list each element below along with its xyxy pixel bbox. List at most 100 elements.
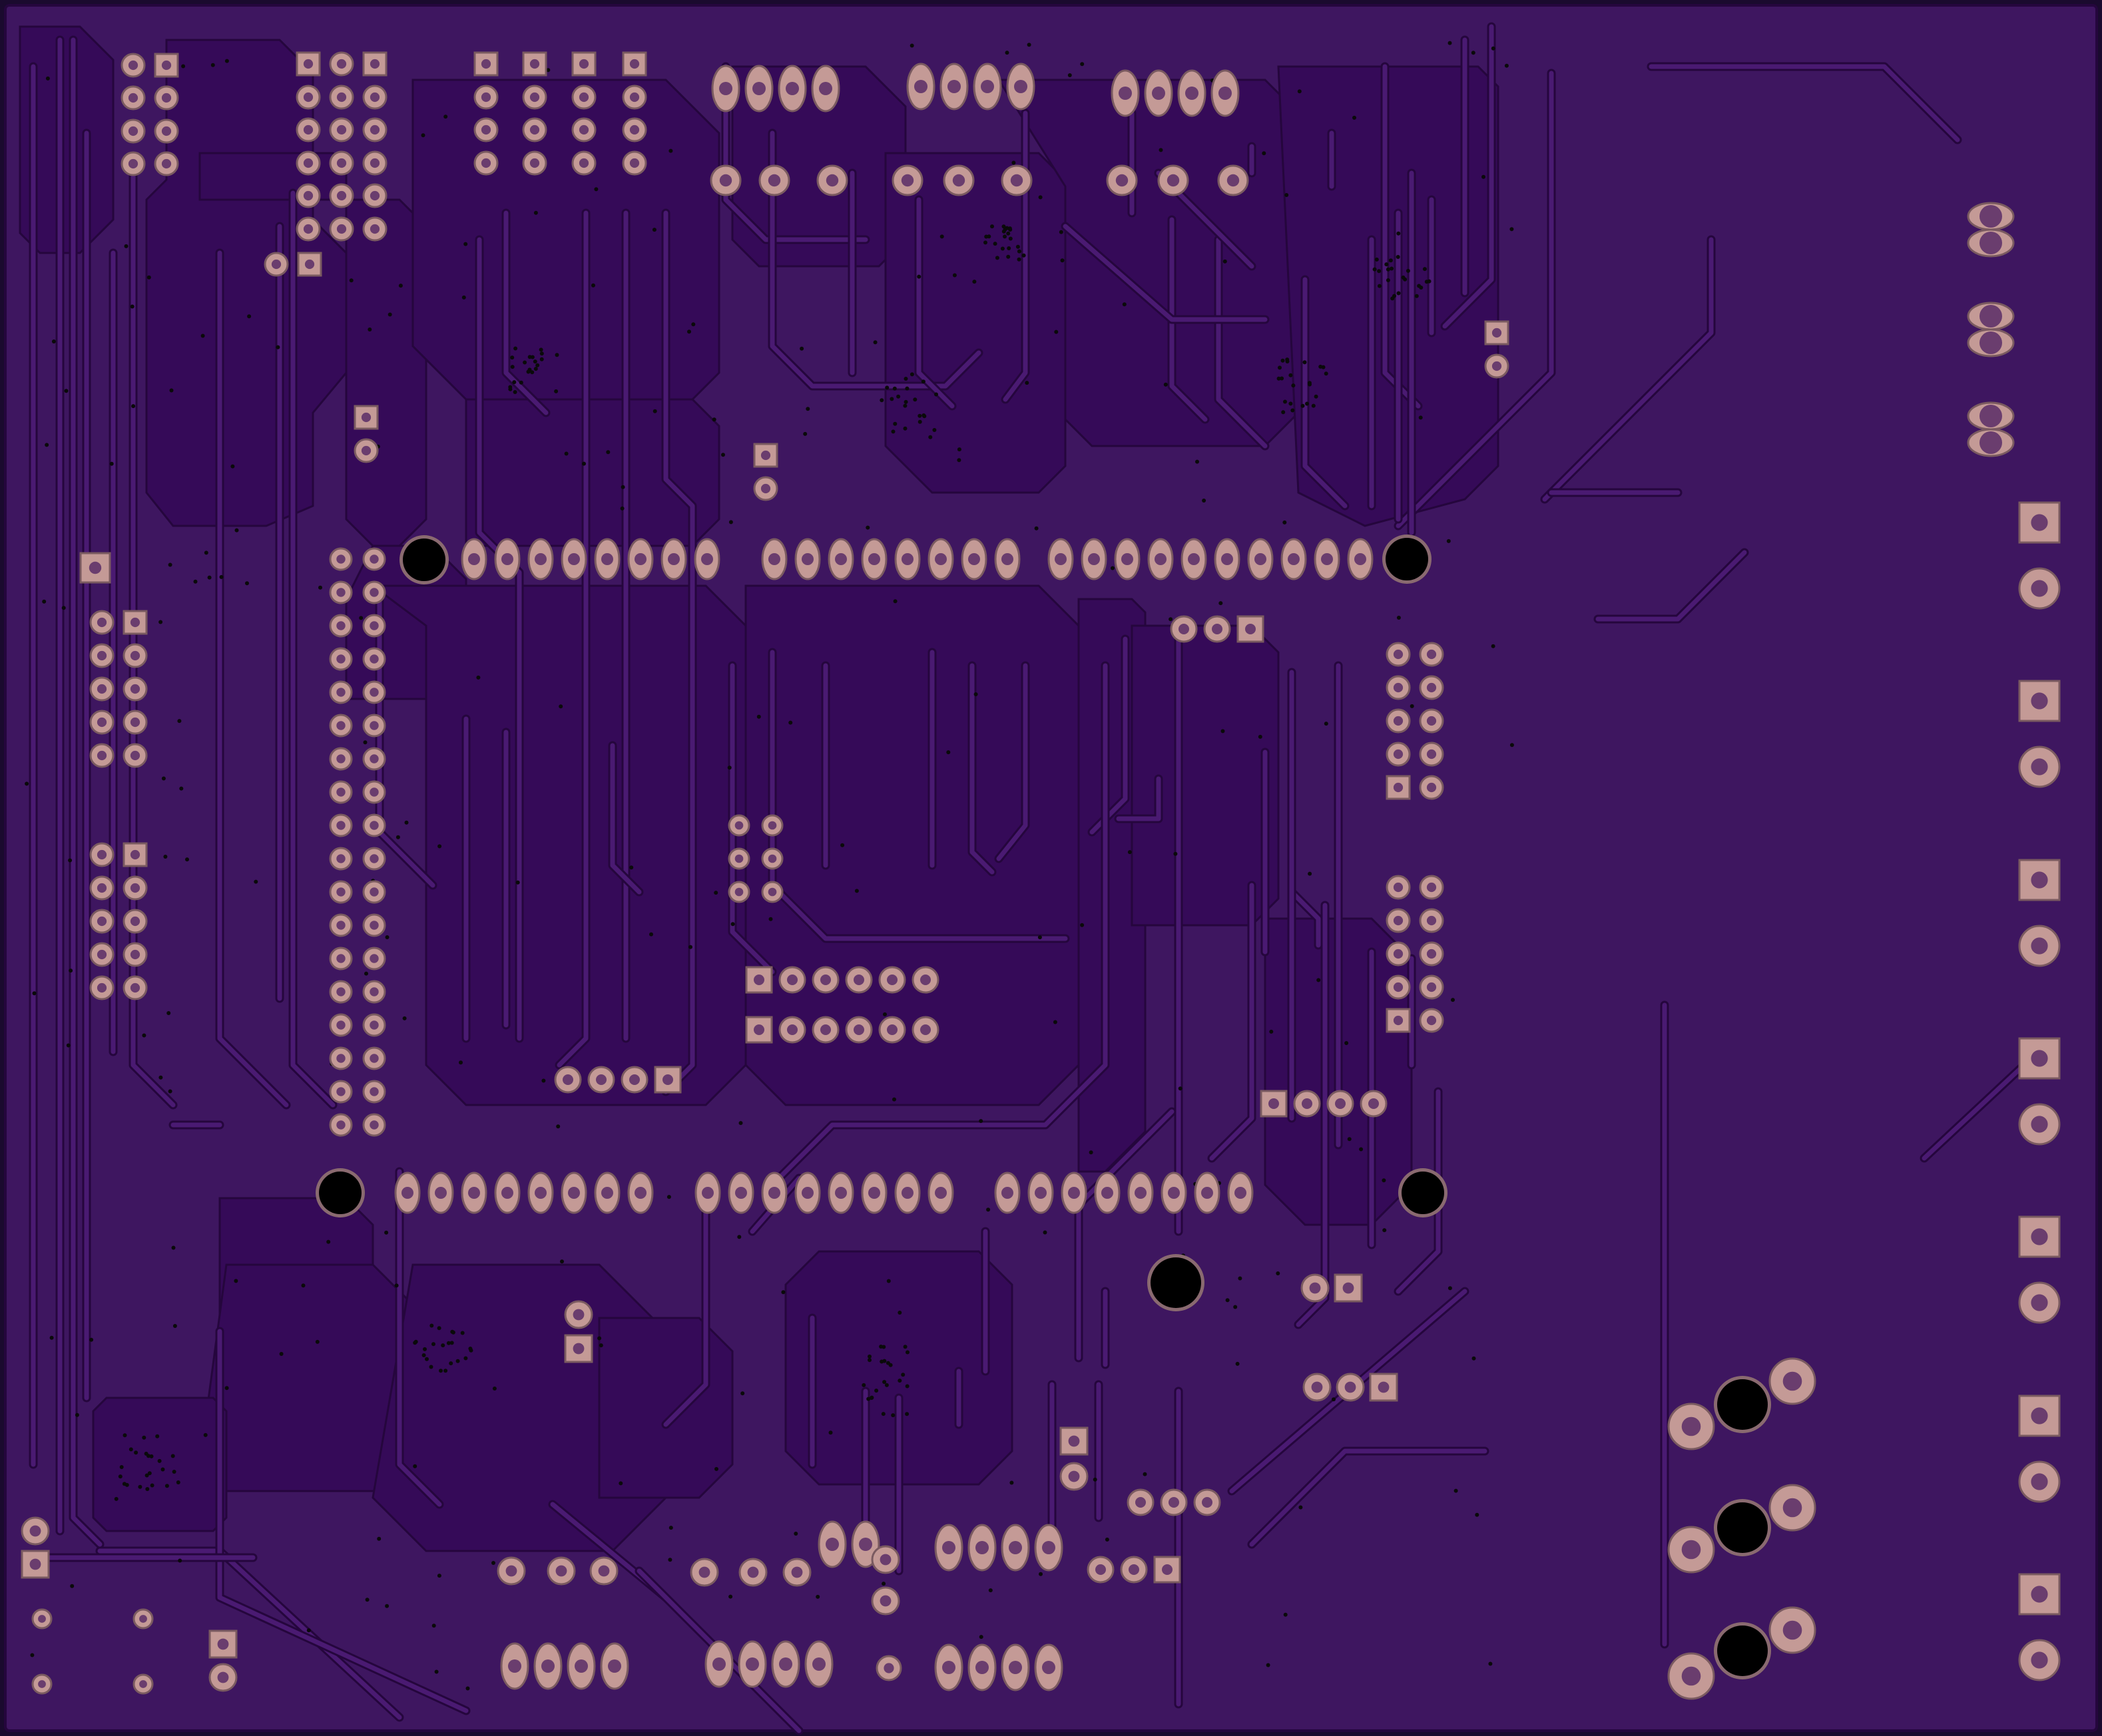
pad-drill xyxy=(336,554,346,564)
pad-drill xyxy=(573,1343,585,1355)
pad-drill xyxy=(303,124,314,135)
via xyxy=(993,242,997,246)
via xyxy=(463,242,468,246)
pad-drill xyxy=(1167,174,1180,187)
pad-drill xyxy=(880,1554,892,1566)
pad-drill xyxy=(1088,553,1100,565)
via xyxy=(957,447,961,452)
via xyxy=(461,295,466,300)
pad-drill xyxy=(854,1024,864,1035)
via xyxy=(49,1335,54,1340)
pad-drill xyxy=(701,553,713,565)
pad-drill xyxy=(217,1671,229,1683)
pad-drill xyxy=(947,80,961,93)
pad-drill xyxy=(541,1659,555,1673)
pad-drill xyxy=(370,821,379,830)
pad-drill xyxy=(819,82,832,95)
via xyxy=(1276,1271,1280,1275)
via xyxy=(185,857,189,862)
via xyxy=(144,1473,149,1478)
pad-drill xyxy=(754,975,764,985)
pad-drill xyxy=(505,1565,517,1577)
copper-pour xyxy=(465,398,720,547)
pad-drill xyxy=(370,124,380,135)
pad-drill xyxy=(2031,937,2048,955)
copper-pour xyxy=(198,152,348,201)
via xyxy=(1284,193,1289,197)
pad-drill xyxy=(662,1074,673,1085)
via xyxy=(1283,1612,1288,1617)
via xyxy=(234,528,239,533)
via xyxy=(582,461,586,466)
pad-drill xyxy=(97,949,107,960)
copper-pour xyxy=(92,1397,228,1532)
square-pad xyxy=(654,1066,682,1094)
via xyxy=(559,704,563,709)
pad-drill xyxy=(601,553,613,565)
via xyxy=(880,1359,884,1364)
pad-drill xyxy=(746,1657,759,1671)
pad-drill xyxy=(97,849,107,860)
via xyxy=(437,1326,441,1331)
via xyxy=(1007,246,1011,250)
via xyxy=(1015,244,1020,249)
trace xyxy=(1649,64,1960,142)
via xyxy=(1283,399,1287,404)
via xyxy=(728,520,733,525)
pad-drill xyxy=(1393,1015,1404,1026)
via xyxy=(1447,1286,1452,1291)
pad-drill xyxy=(2031,758,2048,775)
via xyxy=(359,616,364,620)
via xyxy=(1067,73,1072,77)
via xyxy=(712,417,716,422)
via xyxy=(1037,935,1042,940)
pad-drill xyxy=(336,158,347,168)
pad-drill xyxy=(1095,1564,1106,1575)
via xyxy=(512,380,517,385)
via xyxy=(1447,41,1452,45)
via xyxy=(918,413,922,418)
via xyxy=(429,1323,434,1328)
via xyxy=(1238,1276,1242,1281)
pad-drill xyxy=(97,717,107,728)
pad-drill xyxy=(802,1187,814,1199)
pad-drill xyxy=(336,124,347,135)
via xyxy=(1504,63,1509,68)
via xyxy=(1475,1512,1479,1517)
pad-drill xyxy=(361,445,372,456)
via xyxy=(465,1686,470,1691)
pad-drill xyxy=(629,158,640,168)
pad-drill xyxy=(336,588,346,597)
pad-drill xyxy=(779,1657,792,1671)
pad-drill xyxy=(97,750,107,761)
via xyxy=(491,1561,495,1565)
pad-drill xyxy=(370,554,379,564)
pad-drill xyxy=(481,124,491,135)
pad-drill xyxy=(1426,982,1437,992)
via xyxy=(691,322,696,327)
via xyxy=(903,403,908,408)
via xyxy=(893,421,898,426)
pad-drill xyxy=(1309,1282,1321,1294)
pad-drill xyxy=(161,126,172,136)
pad-drill xyxy=(336,1087,346,1096)
via xyxy=(172,1470,176,1474)
via xyxy=(523,360,527,365)
square-pad xyxy=(1059,1426,1089,1456)
via xyxy=(1280,358,1285,363)
via xyxy=(130,304,134,309)
pad-drill xyxy=(336,921,346,930)
via xyxy=(882,1380,887,1385)
via xyxy=(129,1447,133,1452)
pad-drill xyxy=(635,553,647,565)
pad-drill xyxy=(752,82,766,95)
via xyxy=(880,398,884,403)
via xyxy=(756,714,761,719)
pad-drill xyxy=(336,1020,346,1030)
via xyxy=(1059,230,1063,234)
trace xyxy=(1063,224,1268,322)
via xyxy=(535,363,540,367)
via xyxy=(119,1465,124,1469)
pad-drill xyxy=(1344,1381,1356,1393)
pad-drill xyxy=(902,553,914,565)
